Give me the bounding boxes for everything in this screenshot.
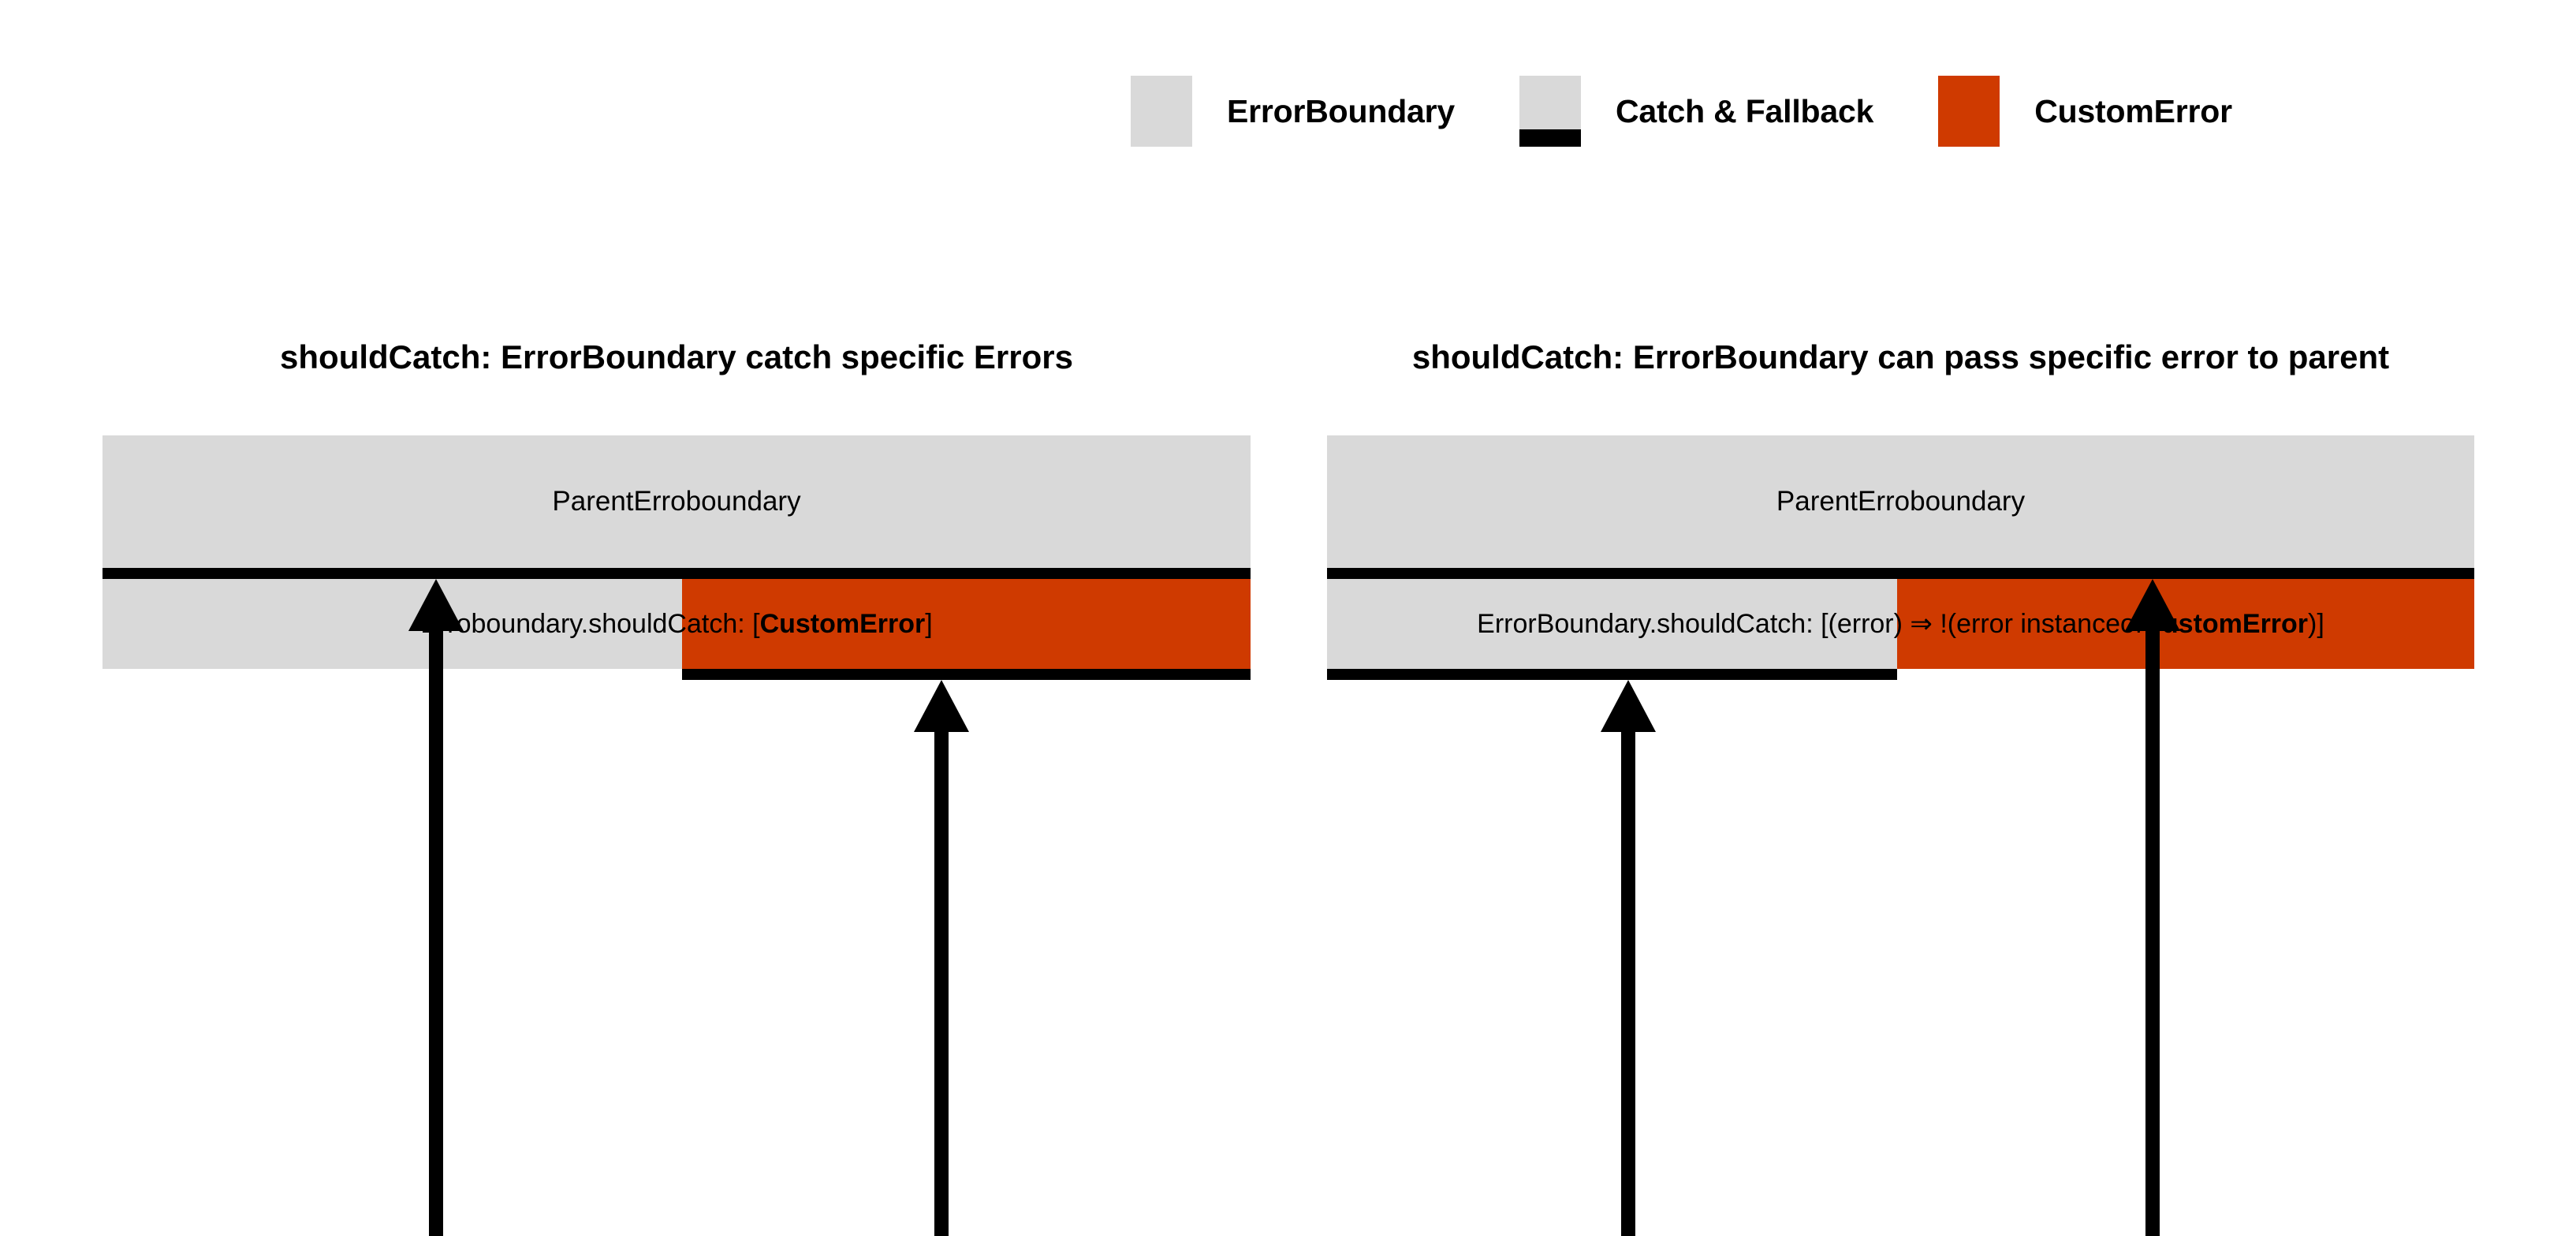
panel-left-parent-region: ParentErroboundary <box>103 435 1251 568</box>
legend-item-error-boundary: ErrorBoundary <box>1131 76 1455 147</box>
panel-left-child-custom-error-region <box>682 579 1251 669</box>
panel-right-arrow-case2 <box>2125 579 2180 1236</box>
panel-left-title: shouldCatch: ErrorBoundary catch specifi… <box>280 338 1073 375</box>
legend-label-catch-and-fallback: Catch & Fallback <box>1616 92 1874 129</box>
panel-left-arrow-case2-shaft <box>934 727 949 1236</box>
legend-swatch-fallback-icon <box>1519 76 1582 147</box>
panel-right-arrow-case2-shaft <box>2145 626 2160 1236</box>
panel-right-child-boundary-region <box>1327 579 1897 669</box>
panel-left-parent-label: ParentErroboundary <box>552 486 801 517</box>
panel-right-parent-label: ParentErroboundary <box>1776 486 2026 517</box>
panel-left-arrow-case1-head-icon <box>408 579 464 631</box>
legend-swatch-fallback-bar <box>1519 129 1582 147</box>
panel-left: shouldCatch: ErrorBoundary catch specifi… <box>103 338 1251 1236</box>
panel-right-box: ParentErroboundary ErrorBoundary.shouldC… <box>1327 435 2474 1236</box>
panel-right-arrow-case1 <box>1601 680 1656 1236</box>
panel-right-arrow-case1-shaft <box>1621 727 1635 1236</box>
panel-left-arrow-case2-head-icon <box>914 680 969 732</box>
legend: ErrorBoundary Catch & Fallback CustomErr… <box>1131 76 2232 147</box>
panel-left-arrow-case2 <box>914 680 969 1236</box>
legend-swatch-orange-square-icon <box>1938 76 2000 147</box>
panel-right-child-custom-error-region <box>1897 579 2474 669</box>
panel-left-arrow-case1 <box>408 579 464 1236</box>
panel-right-arrow-case2-head-icon <box>2125 579 2180 631</box>
panel-right-title: shouldCatch: ErrorBoundary can pass spec… <box>1411 338 2390 375</box>
panel-right-parent-fallback-bar <box>1327 568 2474 579</box>
panel-right-child-fallback-bar <box>1327 669 1897 680</box>
legend-item-custom-error: CustomError <box>1938 76 2232 147</box>
panel-left-arrow-case1-shaft <box>429 626 443 1236</box>
legend-label-custom-error: CustomError <box>2034 92 2232 129</box>
panel-left-box: ParentErroboundary Erroboundary.shouldCa… <box>103 435 1251 1236</box>
panel-left-child-boundary-region <box>103 579 682 669</box>
panel-right-parent-region: ParentErroboundary <box>1327 435 2474 568</box>
panel-left-child-row <box>103 579 1251 669</box>
panel-right-arrow-case1-head-icon <box>1601 680 1656 732</box>
panel-left-child-fallback-bar <box>682 669 1251 680</box>
panel-left-parent-fallback-bar <box>103 568 1251 579</box>
panel-right: shouldCatch: ErrorBoundary can pass spec… <box>1327 338 2474 1236</box>
legend-item-catch-and-fallback: Catch & Fallback <box>1519 76 1873 147</box>
legend-label-error-boundary: ErrorBoundary <box>1227 92 1456 129</box>
legend-swatch-grey-square-icon <box>1131 76 1192 147</box>
panel-right-child-row <box>1327 579 2474 669</box>
